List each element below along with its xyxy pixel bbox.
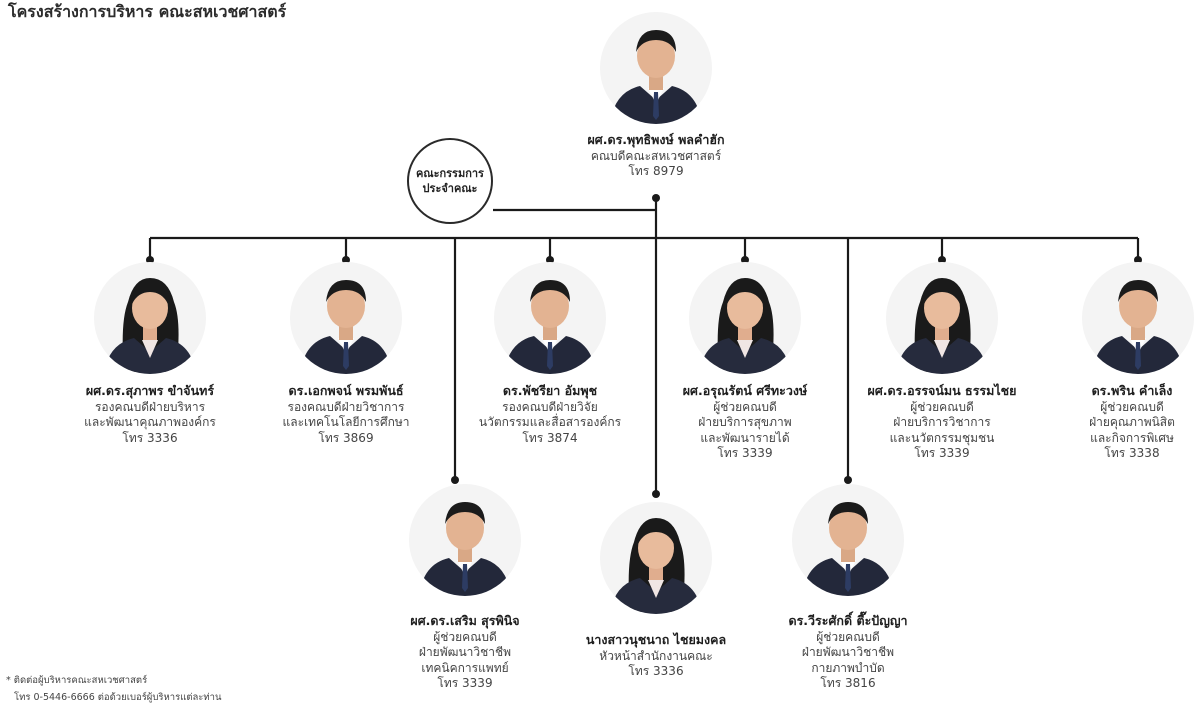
dean-role: คณบดีคณะสหเวชศาสตร์ [590, 148, 722, 163]
member-phone: โทร 3336 [628, 664, 684, 678]
member-name: ดร.พริน คำเล็ง [1091, 383, 1173, 398]
member-name: ดร.วีระศักดิ์ ตี๊ะปัญญา [788, 613, 908, 628]
member-photo-2 [290, 262, 402, 374]
member-card-7: ผศ.ดร.เสริม สุรพินิจ ผู้ช่วยคณบดี ฝ่ายพั… [360, 613, 570, 692]
member-role-line: ฝ่ายคุณภาพนิสิต [1089, 415, 1175, 429]
member-phone: โทร 3816 [820, 676, 876, 690]
dean-caption: ผศ.ดร.พุทธิพงษ์ พลคำฮัก คณบดีคณะสหเวชศาส… [551, 132, 761, 180]
member-card-1: ผศ.ดร.สุภาพร ขำจันทร์ รองคณบดีฝ่ายบริหาร… [45, 383, 255, 446]
member-card-4: ผศ.อรุณรัตน์ ศรีทะวงษ์ ผู้ช่วยคณบดี ฝ่าย… [640, 383, 850, 462]
dean-name: ผศ.ดร.พุทธิพงษ์ พลคำฮัก [587, 132, 725, 147]
contact-note-line1: * ติดต่อผู้บริหารคณะสหเวชศาสตร์ [6, 675, 148, 686]
member-role-line: เทคนิคการแพทย์ [421, 660, 509, 675]
member-name: ผศ.ดร.อรรจน์มน ธรรมไชย [867, 383, 1017, 398]
page-title: โครงสร้างการบริหาร คณะสหเวชศาสตร์ [8, 2, 287, 21]
member-name: นางสาวนุชนาถ ไชยมงคล [585, 632, 727, 647]
member-role-line: รองคณบดีฝ่ายวิชาการ [287, 399, 405, 414]
member-role-line: ผู้ช่วยคณบดี [910, 399, 974, 414]
member-phone: โทร 3338 [1104, 446, 1160, 460]
member-name: ผศ.อรุณรัตน์ ศรีทะวงษ์ [682, 383, 808, 398]
member-role-line: ผู้ช่วยคณบดี [816, 629, 880, 644]
member-card-2: ดร.เอกพจน์ พรมพันธ์ รองคณบดีฝ่ายวิชาการ … [241, 383, 451, 446]
member-name: ดร.เอกพจน์ พรมพันธ์ [288, 383, 404, 398]
member-photo-7 [409, 484, 521, 596]
member-photo-6 [1082, 262, 1194, 374]
member-role-line: นวัตกรรมและสื่อสารองค์กร [478, 415, 622, 429]
member-role-line: รองคณบดีฝ่ายวิจัย [502, 399, 598, 414]
member-photo-9 [792, 484, 904, 596]
committee-node: คณะกรรมการ ประจำคณะ [407, 138, 493, 224]
member-phone: โทร 3339 [717, 446, 773, 460]
member-photo-8 [600, 502, 712, 614]
member-card-5: ผศ.ดร.อรรจน์มน ธรรมไชย ผู้ช่วยคณบดี ฝ่าย… [837, 383, 1047, 462]
member-card-9: ดร.วีระศักดิ์ ตี๊ะปัญญา ผู้ช่วยคณบดี ฝ่า… [743, 613, 953, 692]
member-photo-4 [689, 262, 801, 374]
member-name: ผศ.ดร.สุภาพร ขำจันทร์ [85, 383, 215, 398]
member-phone: โทร 3869 [318, 430, 374, 445]
member-name: ดร.พัชรียา อัมพุช [502, 383, 598, 398]
dean-phone: โทร 8979 [628, 164, 684, 178]
member-role-line: และเทคโนโลยีการศึกษา [282, 415, 410, 429]
contact-note-line2: โทร 0-5446-6666 ต่อด้วยเบอร์ผู้บริหารแต่… [14, 692, 222, 703]
committee-label-line1: คณะกรรมการ [416, 167, 484, 180]
member-photo-3 [494, 262, 606, 374]
committee-label-line2: ประจำคณะ [422, 182, 478, 195]
contact-note: * ติดต่อผู้บริหารคณะสหเวชศาสตร์ โทร 0-54… [6, 672, 222, 706]
member-photo-5 [886, 262, 998, 374]
dean-photo [600, 12, 712, 124]
member-role-line: และกิจการพิเศษ [1090, 430, 1174, 445]
member-role-line: รองคณบดีฝ่ายบริหาร [94, 399, 206, 414]
member-role-line: ผู้ช่วยคณบดี [433, 629, 497, 644]
member-role-line: ผู้ช่วยคณบดี [713, 399, 777, 414]
member-role-line: กายภาพบำบัด [811, 660, 885, 675]
member-card-8: นางสาวนุชนาถ ไชยมงคล หัวหน้าสำนักงานคณะ … [551, 632, 761, 680]
member-name: ผศ.ดร.เสริม สุรพินิจ [410, 613, 520, 628]
member-phone: โทร 3339 [437, 676, 493, 690]
member-role-line: ฝ่ายพัฒนาวิชาชีพ [801, 645, 895, 659]
member-role-line: และนวัตกรรมชุมชน [889, 430, 995, 445]
member-role-line: ผู้ช่วยคณบดี [1100, 399, 1164, 414]
member-role-line: และพัฒนารายได้ [700, 430, 790, 445]
member-role-line: ฝ่ายบริการสุขภาพ [698, 415, 792, 429]
member-photo-1 [94, 262, 206, 374]
member-phone: โทร 3339 [914, 446, 970, 460]
member-card-3: ดร.พัชรียา อัมพุช รองคณบดีฝ่ายวิจัย นวัต… [445, 383, 655, 446]
member-role-line: ฝ่ายพัฒนาวิชาชีพ [418, 645, 512, 659]
member-role-line: และพัฒนาคุณภาพองค์กร [84, 415, 216, 429]
member-phone: โทร 3874 [522, 430, 578, 445]
member-phone: โทร 3336 [122, 430, 178, 445]
member-role-line: หัวหน้าสำนักงานคณะ [599, 648, 713, 663]
member-card-6: ดร.พริน คำเล็ง ผู้ช่วยคณบดี ฝ่ายคุณภาพนิ… [1057, 383, 1196, 462]
member-role-line: ฝ่ายบริการวิชาการ [893, 415, 991, 429]
